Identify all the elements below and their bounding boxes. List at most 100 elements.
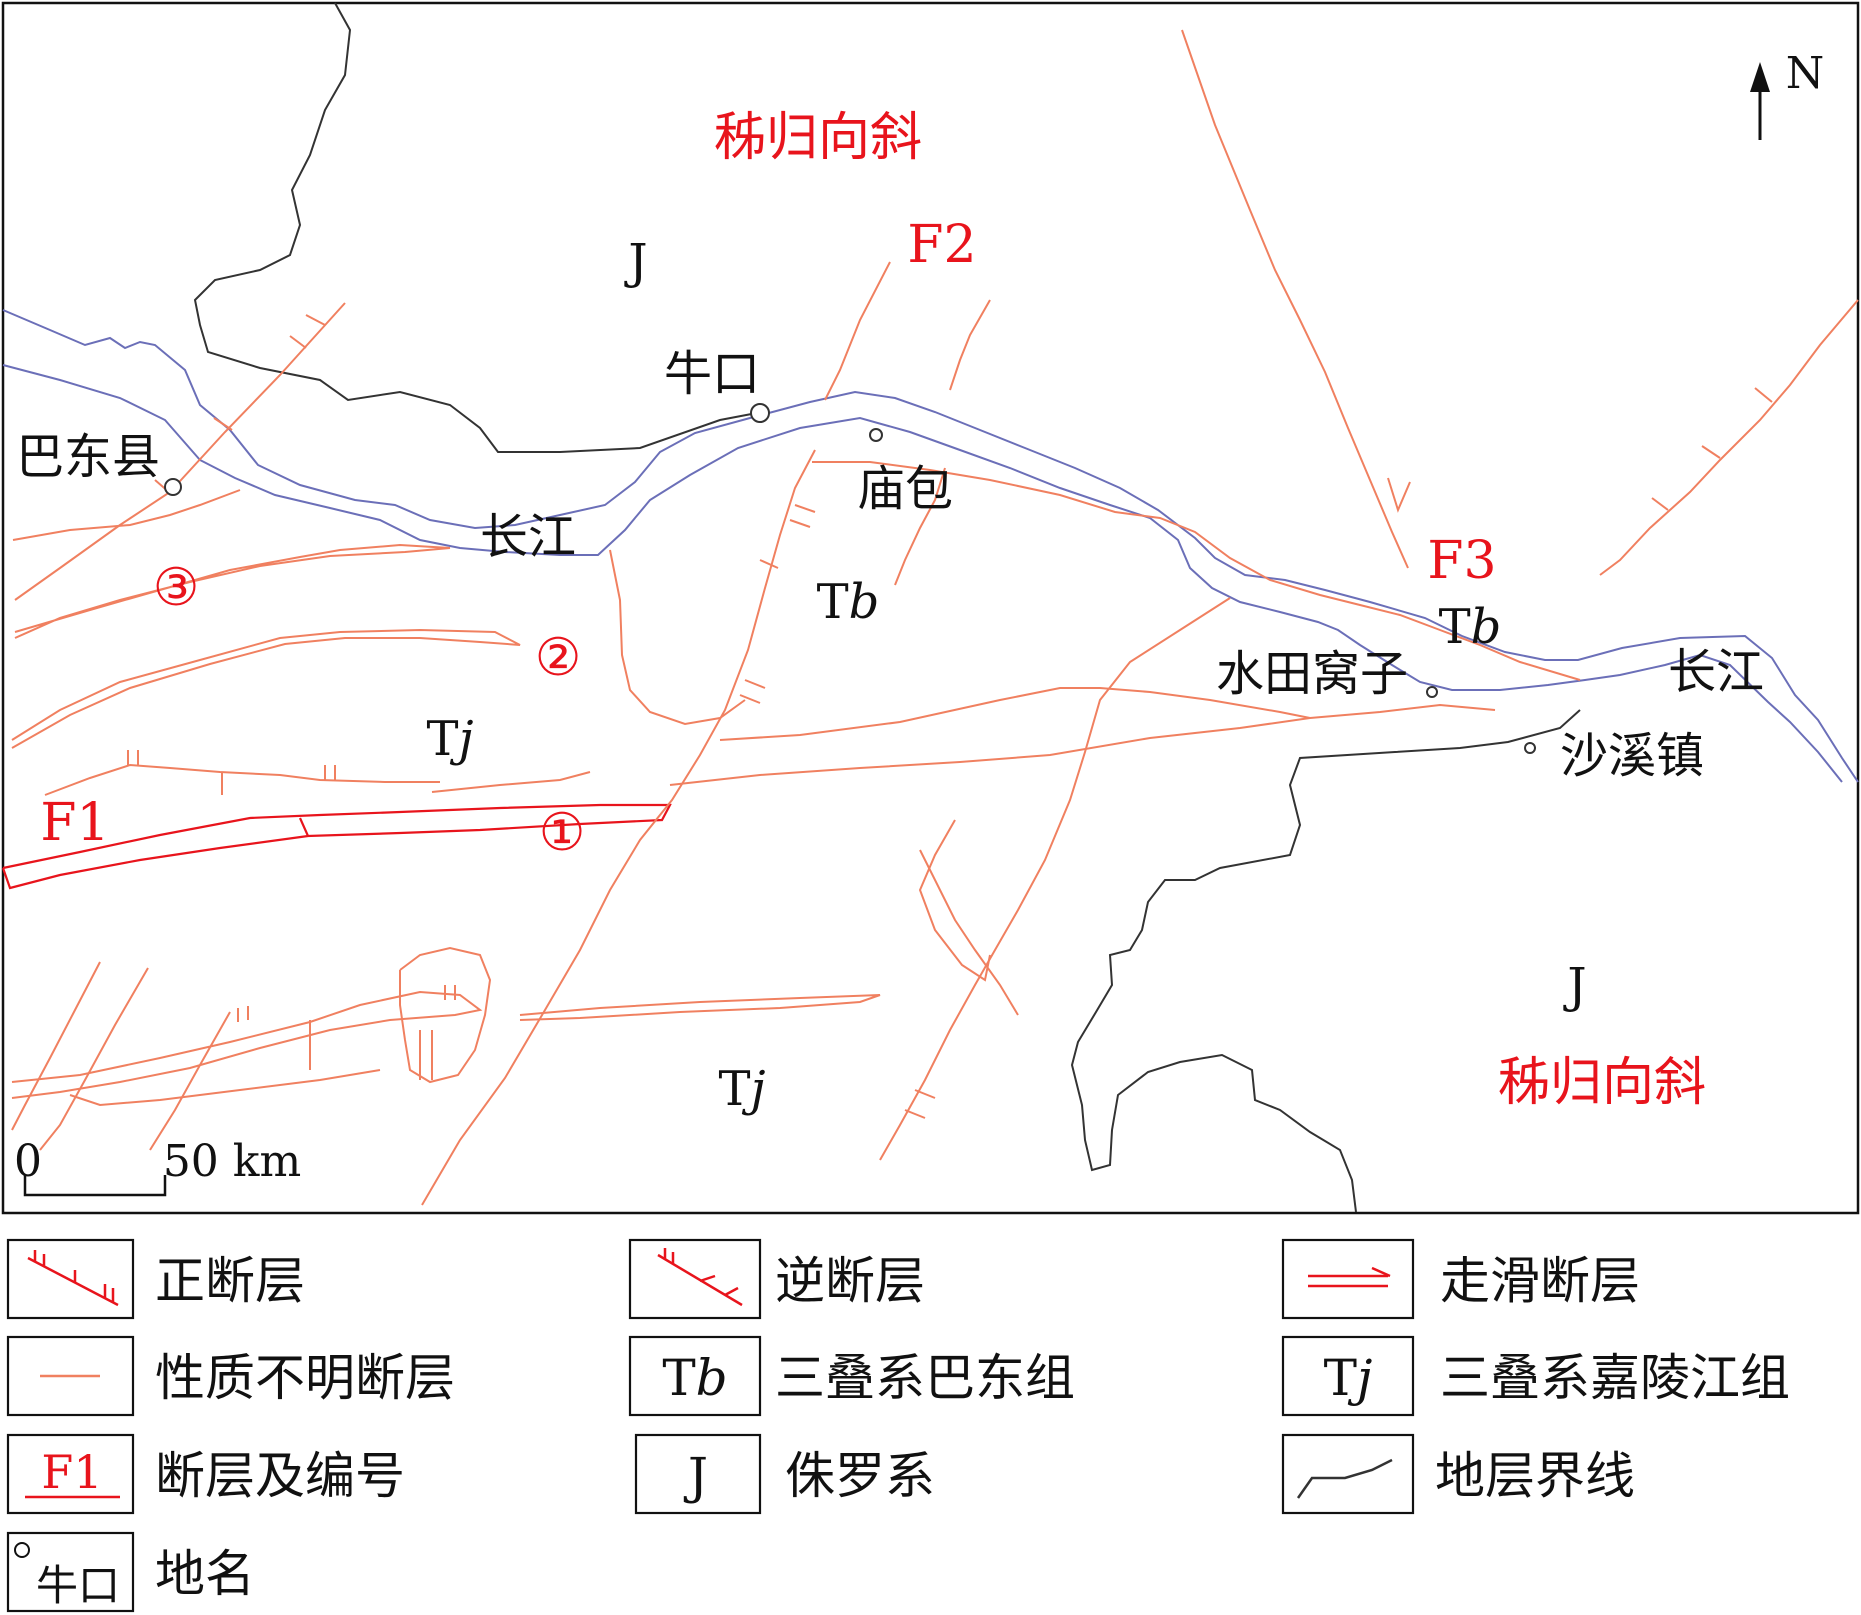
place-marker-badong bbox=[164, 478, 182, 496]
legend-strata-boundary-box bbox=[1281, 1433, 1415, 1515]
legend-fault-number-symbol: F1 bbox=[41, 1445, 102, 1499]
legend-strata-boundary-label: 地层界线 bbox=[1435, 1447, 1635, 1505]
label-fault-no-2: ② bbox=[535, 628, 582, 688]
scale-bar-line bbox=[23, 1175, 167, 1197]
place-marker-shaxizhen bbox=[1524, 742, 1536, 754]
faults bbox=[1, 29, 1859, 1206]
river-bank-north bbox=[2, 309, 1859, 783]
fault-miaobao-short bbox=[894, 467, 946, 586]
label-fault-f2: F2 bbox=[907, 215, 976, 275]
legend-tb-box bbox=[628, 1335, 762, 1417]
legend-tj-label: 三叠系嘉陵江组 bbox=[1440, 1349, 1790, 1407]
map-frame bbox=[1, 1, 1860, 1215]
legend-tb-symbol: Tb bbox=[662, 1349, 727, 1407]
label-river-east: 长江 bbox=[1668, 644, 1764, 700]
fault-miaobao-east bbox=[812, 461, 1581, 681]
north-arrow-head bbox=[1750, 62, 1770, 92]
fault-2-trace bbox=[11, 628, 521, 749]
fault-west-middle-ticks bbox=[127, 750, 336, 795]
fault-east-ticks bbox=[1651, 387, 1773, 511]
legend-strata-boundary-symbol bbox=[1296, 1458, 1393, 1499]
legend-tb-label: 三叠系巴东组 bbox=[775, 1349, 1075, 1407]
fault-f2-trace bbox=[824, 261, 891, 401]
fault-sw-loop bbox=[399, 946, 492, 1084]
map-labels: 秭归向斜 秭归向斜 J J F1 F2 F3 ① ② ③ Tb Tb Tj Tj… bbox=[16, 108, 1764, 1117]
place-marker-miaobao bbox=[869, 428, 883, 442]
label-place-niukou: 牛口 bbox=[664, 346, 760, 402]
fault-bend-curve bbox=[609, 549, 746, 726]
fault-south-short-2 bbox=[919, 849, 1019, 1016]
label-place-miaobao: 庙包 bbox=[857, 461, 953, 517]
label-place-shuitianwozi: 水田窝子 bbox=[1216, 646, 1408, 702]
fault-f2-east-branch bbox=[949, 299, 991, 391]
fault-shuitian-ticks bbox=[904, 1089, 936, 1119]
strata-boundary-north bbox=[193, 2, 763, 453]
legend-normal-fault-label: 正断层 bbox=[155, 1252, 305, 1310]
scale-bar: 0 50 km bbox=[14, 1136, 301, 1197]
label-badong-tb-2: Tb bbox=[1439, 599, 1502, 655]
legend-jurassic-symbol: J bbox=[683, 1447, 708, 1505]
legend-tj-box bbox=[1281, 1335, 1415, 1417]
legend-place-marker bbox=[14, 1542, 30, 1558]
label-fault-no-1: ① bbox=[539, 803, 586, 863]
label-place-shaxizhen: 沙溪镇 bbox=[1560, 728, 1704, 784]
legend-unknown-fault-label: 性质不明断层 bbox=[155, 1349, 455, 1407]
legend-place-label: 地名 bbox=[155, 1545, 255, 1603]
fault-sw-2 bbox=[39, 967, 149, 1151]
strata-boundary-south bbox=[1070, 709, 1581, 1213]
legend-reverse-fault-label: 逆断层 bbox=[775, 1252, 925, 1310]
fault-sw-lower bbox=[69, 1069, 381, 1107]
fault-f3-arrow bbox=[1387, 477, 1411, 513]
legend-strike-slip-box bbox=[1281, 1238, 1415, 1320]
scale-bar-end: 50 km bbox=[163, 1136, 301, 1187]
legend-strike-slip-symbol bbox=[1308, 1266, 1391, 1288]
fault-sw-3 bbox=[149, 1011, 231, 1151]
legend-jurassic-box bbox=[634, 1433, 762, 1515]
legend-jurassic-label: 侏罗系 bbox=[785, 1447, 935, 1505]
fault-west-trace bbox=[12, 489, 241, 541]
fault-f3-trace bbox=[1181, 29, 1409, 569]
label-jialingjiang-tj-2: Tj bbox=[719, 1061, 766, 1117]
legend-normal-fault-symbol bbox=[27, 1250, 119, 1307]
legend-fault-number-label: 断层及编号 bbox=[155, 1447, 405, 1505]
legend-tj-symbol: Tj bbox=[1324, 1349, 1373, 1407]
fault-badong-ticks bbox=[154, 314, 326, 494]
label-syncline-north: 秭归向斜 bbox=[714, 108, 922, 168]
place-markers bbox=[164, 403, 1536, 754]
fault-f1-trace bbox=[1, 803, 672, 890]
fault-1-upper bbox=[719, 687, 1311, 741]
fault-central-ne bbox=[421, 449, 816, 1206]
label-badong-tb-1: Tb bbox=[817, 574, 880, 630]
legend-reverse-fault-symbol bbox=[657, 1248, 743, 1307]
label-jialingjiang-tj-1: Tj bbox=[427, 711, 474, 767]
label-fault-no-3: ③ bbox=[153, 558, 200, 618]
fault-sw-ticks bbox=[237, 985, 456, 1080]
fault-south-ew bbox=[519, 994, 881, 1021]
legend-place-symbol: 牛口 bbox=[36, 1561, 120, 1610]
label-syncline-south: 秭归向斜 bbox=[1498, 1053, 1706, 1113]
label-river-west: 长江 bbox=[480, 509, 576, 565]
fault-shuitian-sw bbox=[879, 597, 1231, 1161]
fault-south-short bbox=[918, 819, 991, 982]
legend-strike-slip-label: 走滑断层 bbox=[1440, 1252, 1640, 1310]
fault-3-trace bbox=[14, 543, 451, 639]
legend-fault-number-box bbox=[6, 1433, 135, 1515]
fault-central-ticks bbox=[739, 504, 816, 704]
label-fault-f1: F1 bbox=[40, 793, 109, 853]
yangtze-river bbox=[2, 309, 1859, 783]
river-bank-south bbox=[2, 364, 1843, 783]
place-marker-shuitianwozi bbox=[1426, 686, 1438, 698]
north-arrow: N bbox=[1750, 48, 1824, 140]
fault-sw-lens bbox=[11, 990, 483, 1099]
fault-1-trace bbox=[669, 703, 1496, 786]
strata-boundaries bbox=[193, 2, 1581, 1213]
fault-east-ne bbox=[1599, 299, 1859, 576]
legend-reverse-fault-box bbox=[628, 1238, 762, 1320]
label-fault-f3: F3 bbox=[1427, 531, 1496, 591]
fault-short-mid bbox=[431, 771, 591, 793]
place-marker-niukou bbox=[750, 403, 770, 423]
scale-bar-zero: 0 bbox=[14, 1136, 42, 1187]
label-place-badong: 巴东县 bbox=[16, 429, 160, 485]
label-jurassic-north: J bbox=[623, 234, 647, 290]
